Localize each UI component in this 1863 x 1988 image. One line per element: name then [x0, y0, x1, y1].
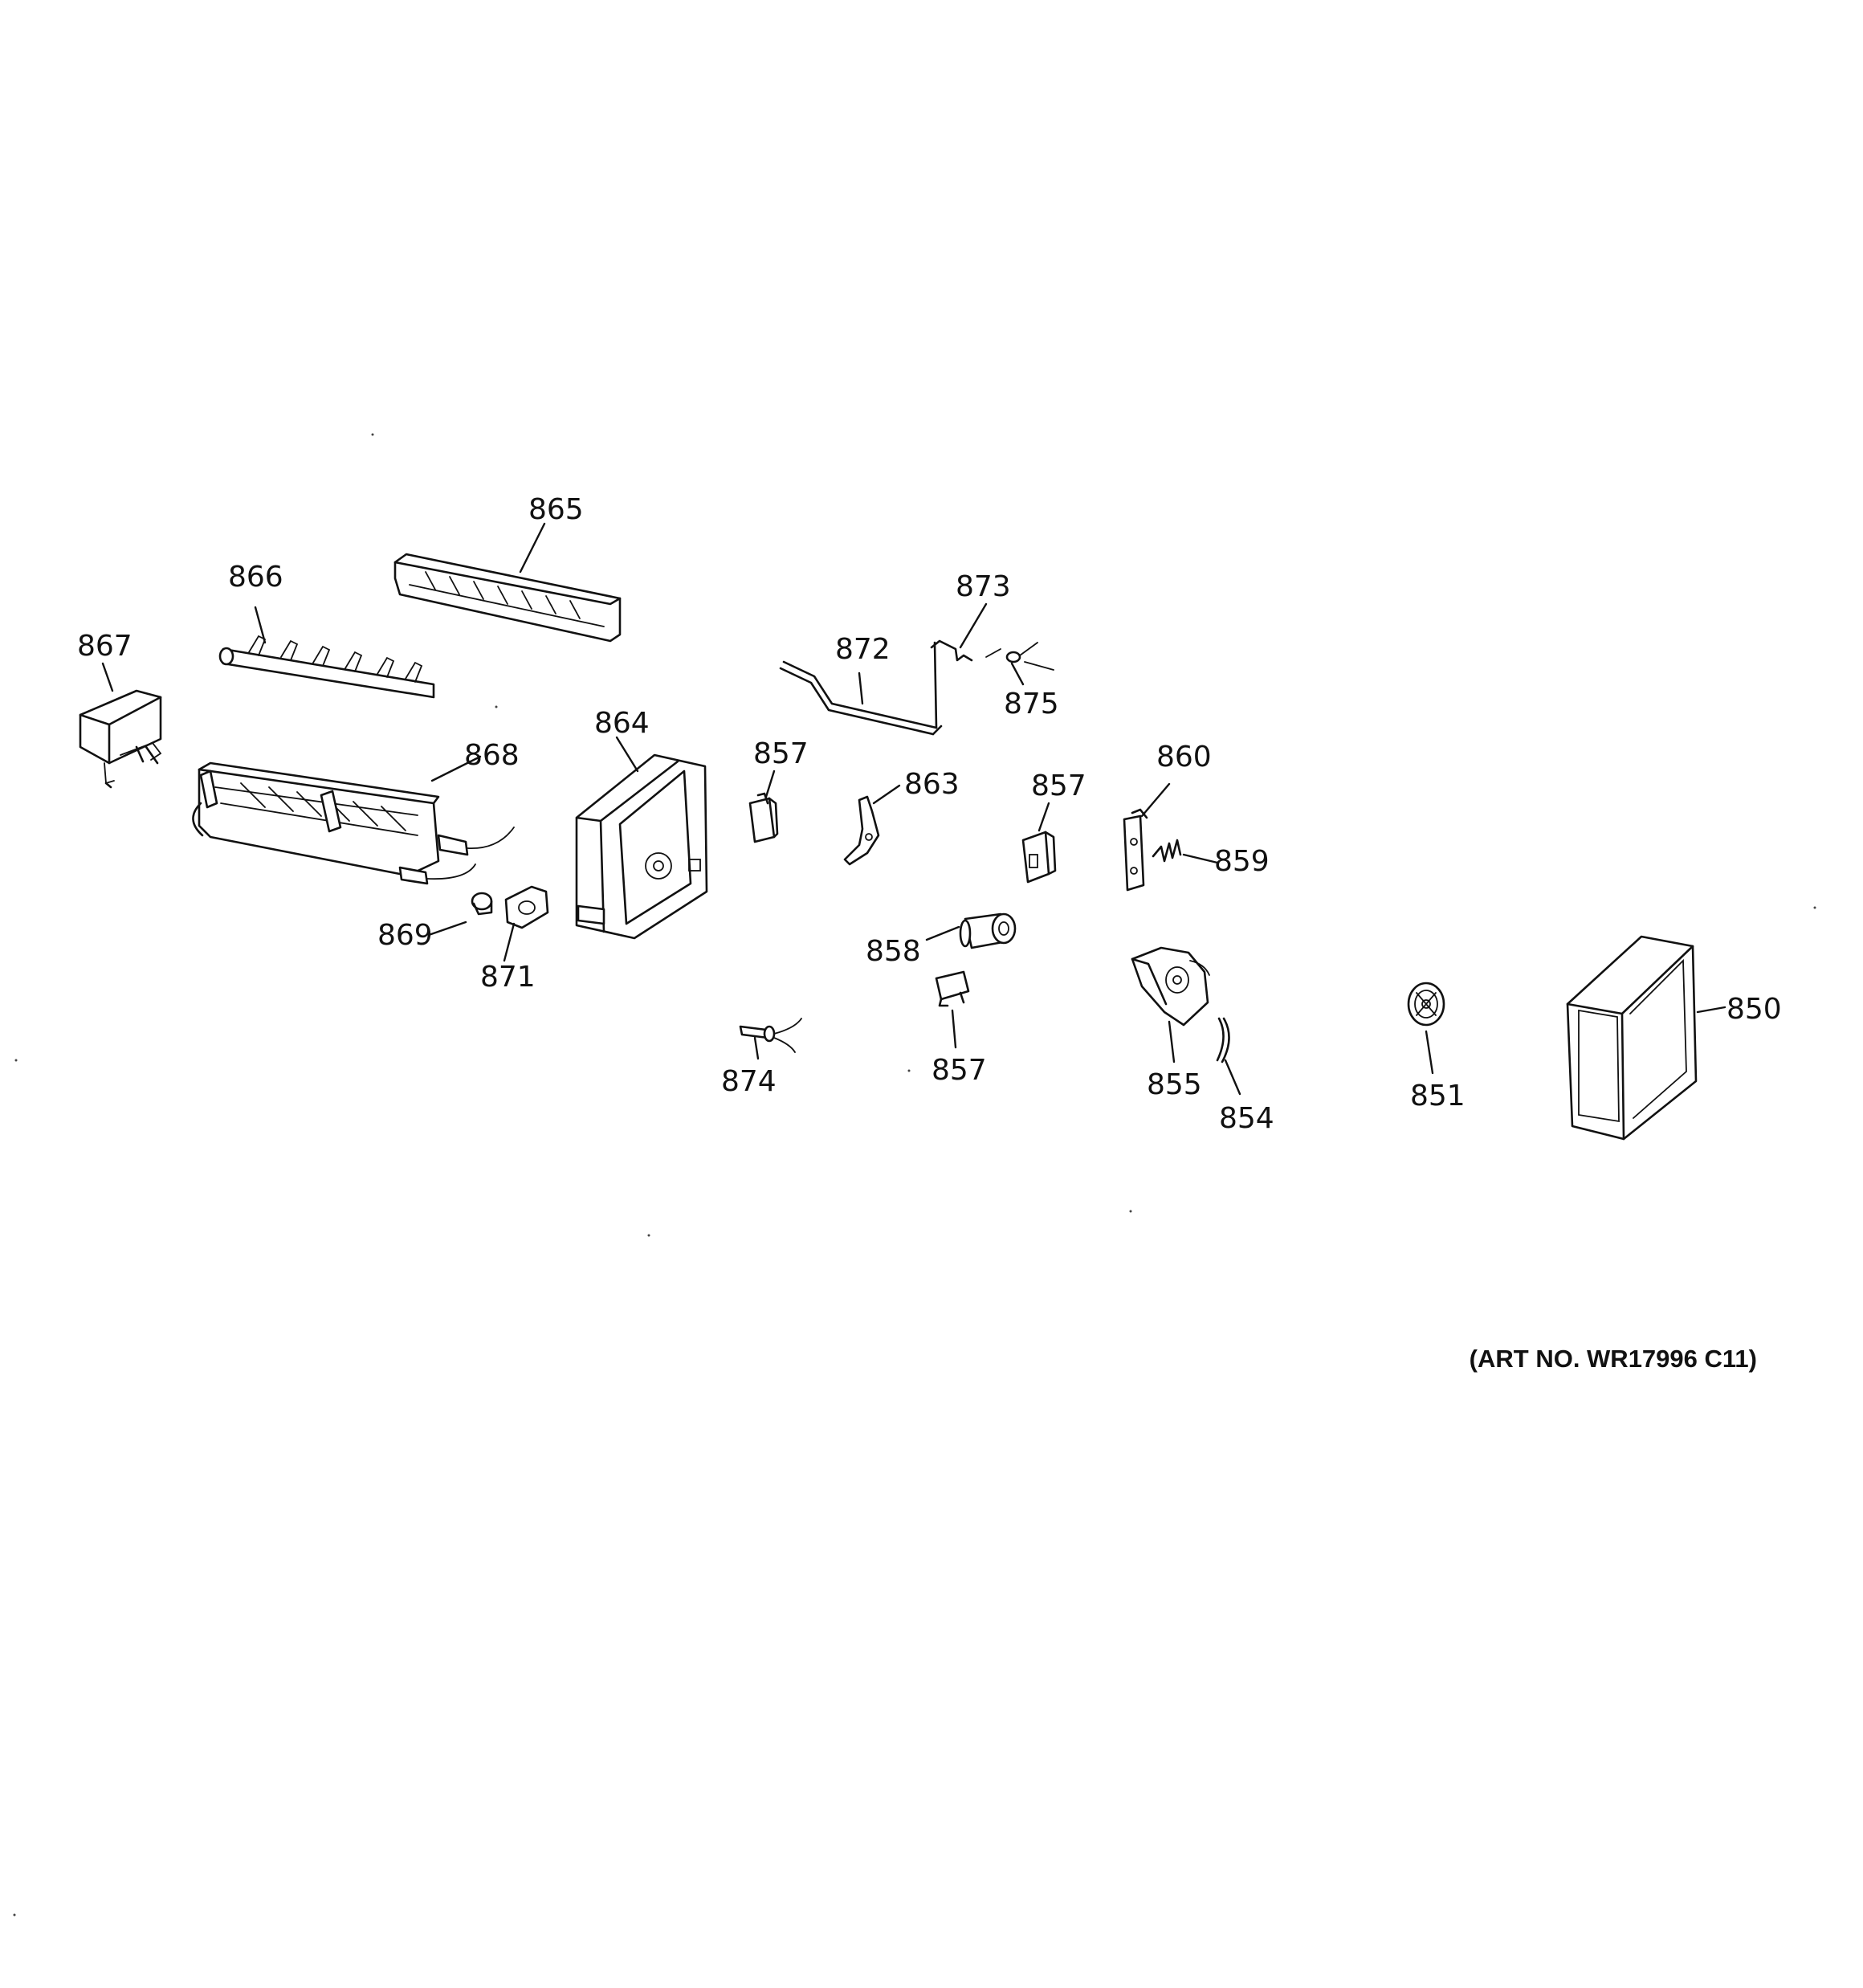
- callout-868: 868: [464, 739, 520, 772]
- part-872-feeler-arm[interactable]: [779, 641, 943, 736]
- art-number-label: (ART NO. WR17996 C11): [1469, 1345, 1757, 1373]
- part-859-spring[interactable]: [1152, 839, 1182, 863]
- callout-863: 863: [904, 768, 960, 801]
- callout-851: 851: [1410, 1080, 1466, 1112]
- callout-850: 850: [1726, 993, 1782, 1026]
- part-871-plate[interactable]: [504, 885, 549, 929]
- leader-lines: [101, 522, 1726, 1096]
- callout-872: 872: [835, 633, 891, 666]
- part-860-bracket[interactable]: [1123, 808, 1148, 892]
- part-851-gear[interactable]: [1407, 982, 1445, 1027]
- scan-specks: [13, 433, 1816, 1917]
- callout-866: 866: [228, 561, 283, 594]
- callout-871: 871: [480, 961, 536, 994]
- callout-857-a: 857: [753, 737, 809, 770]
- callout-874: 874: [721, 1065, 777, 1098]
- part-857-switch-c[interactable]: [935, 970, 970, 1007]
- part-868-ice-mold[interactable]: [192, 761, 515, 885]
- part-863-lever[interactable]: [843, 795, 880, 866]
- callouts: 865 866 867 868 869 871 864 872 873 875 …: [77, 493, 1782, 1135]
- callout-855: 855: [1147, 1068, 1202, 1101]
- part-850-box[interactable]: [1566, 935, 1698, 1141]
- callout-873: 873: [956, 570, 1011, 603]
- part-854-seal[interactable]: [1216, 1017, 1230, 1063]
- part-875-clip[interactable]: [1005, 642, 1054, 671]
- part-866-ejector[interactable]: [218, 635, 435, 699]
- part-864-housing[interactable]: [575, 753, 708, 940]
- part-869-bearing[interactable]: [471, 892, 493, 916]
- part-873-link[interactable]: [930, 639, 1001, 662]
- callout-875: 875: [1004, 688, 1059, 720]
- part-857-switch-b[interactable]: [1021, 831, 1057, 884]
- callout-857-c: 857: [932, 1054, 987, 1087]
- callout-858: 858: [866, 935, 921, 968]
- callout-859: 859: [1214, 845, 1270, 878]
- part-867-fill-cup[interactable]: [79, 689, 162, 789]
- callout-857-b: 857: [1031, 769, 1086, 802]
- callout-869: 869: [377, 919, 433, 952]
- part-874-screw[interactable]: [739, 1018, 802, 1053]
- part-855-motor[interactable]: [1131, 946, 1210, 1027]
- part-858-thermostat[interactable]: [959, 912, 1017, 949]
- part-865-stripper[interactable]: [393, 553, 622, 643]
- callout-867: 867: [77, 630, 132, 663]
- part-857-switch-a[interactable]: [748, 792, 779, 843]
- callout-854: 854: [1219, 1102, 1274, 1135]
- callout-865: 865: [528, 493, 584, 526]
- callout-860: 860: [1156, 741, 1212, 774]
- callout-864: 864: [594, 707, 650, 740]
